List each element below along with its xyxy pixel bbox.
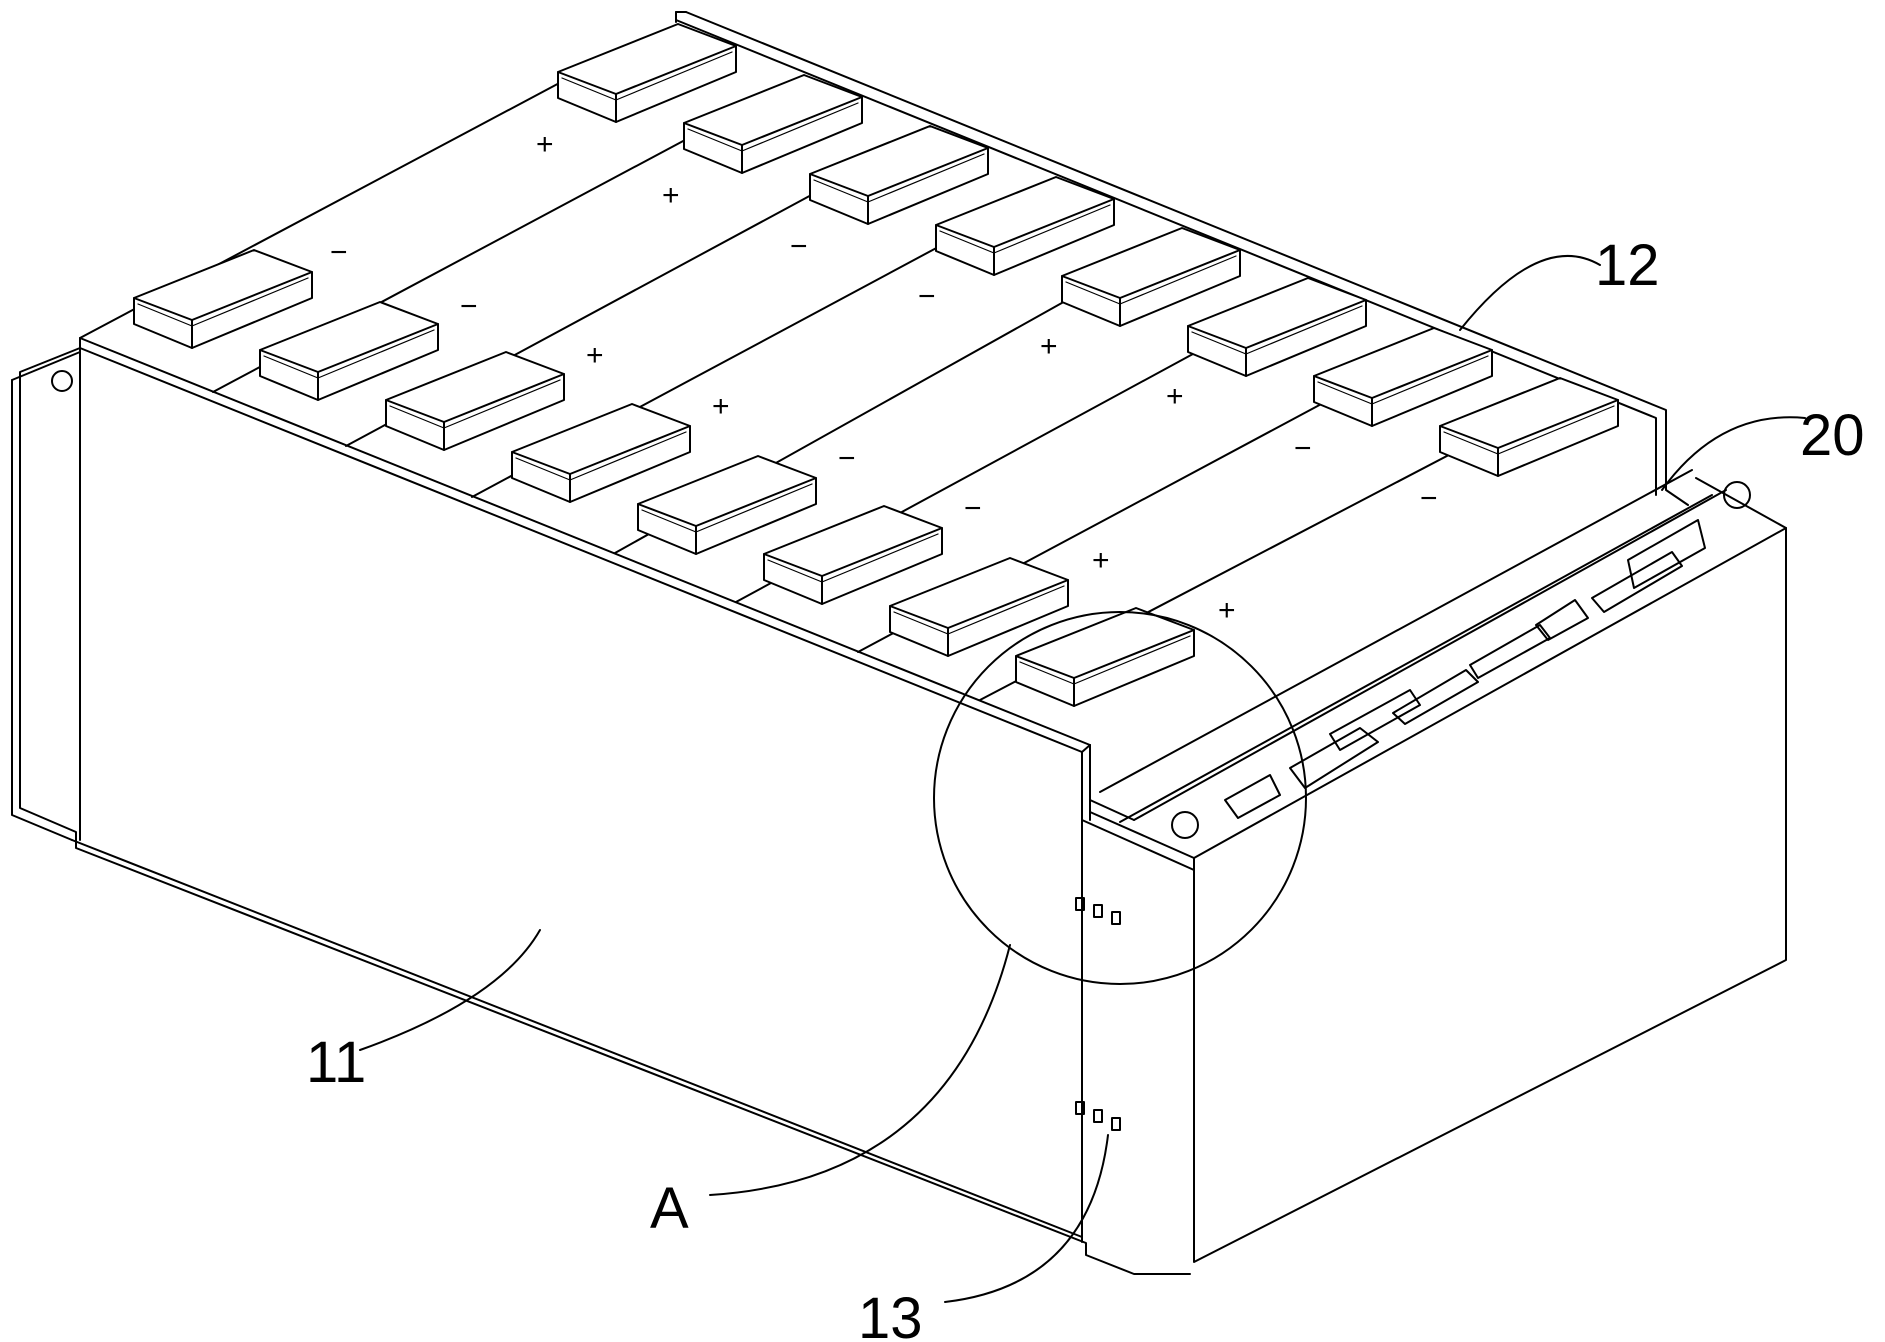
leader-13 [945, 1135, 1108, 1302]
terminal-back-8 [1440, 378, 1618, 476]
terminal-back-4 [936, 177, 1114, 275]
positive-mark-9: + [1040, 330, 1058, 363]
negative-mark-4: − [460, 290, 478, 323]
leader-11 [360, 930, 540, 1050]
terminal-front-7 [890, 558, 1068, 656]
positive-mark-7: + [586, 339, 604, 372]
terminal-front-6 [764, 506, 942, 604]
negative-mark-6: − [918, 280, 936, 313]
terminal-back-5 [1062, 228, 1240, 326]
negative-mark-3: − [330, 236, 348, 269]
terminal-front-2 [260, 302, 438, 400]
positive-mark-8: + [712, 390, 730, 423]
positive-mark-1: + [536, 128, 554, 161]
lightening-slots [1225, 520, 1705, 818]
terminal-front-5 [638, 456, 816, 554]
terminals [134, 24, 1618, 706]
module-outline [80, 80, 1466, 745]
terminal-front-3 [386, 352, 564, 450]
terminal-back-2 [684, 75, 862, 173]
terminal-back-1 [558, 24, 736, 122]
label-12: 12 [1595, 233, 1660, 298]
terminal-front-4 [512, 404, 690, 502]
negative-mark-5: − [790, 230, 808, 263]
leader-12 [1460, 256, 1600, 330]
terminal-front-8 [1016, 608, 1194, 706]
label-11: 11 [306, 1030, 366, 1095]
negative-mark-13: − [1294, 432, 1312, 465]
positive-mark-15: + [1092, 544, 1110, 577]
terminal-back-7 [1314, 328, 1492, 426]
negative-mark-14: − [1420, 482, 1438, 515]
positive-mark-2: + [662, 179, 680, 212]
positive-mark-10: + [1166, 380, 1184, 413]
leader-20 [1662, 417, 1805, 490]
terminal-front-1 [134, 250, 312, 348]
negative-mark-11: − [838, 442, 856, 475]
terminal-back-3 [810, 126, 988, 224]
positive-mark-16: + [1218, 594, 1236, 627]
terminal-back-6 [1188, 278, 1366, 376]
leader-a [710, 945, 1010, 1195]
label-20: 20 [1800, 403, 1865, 468]
label-a: A [650, 1176, 689, 1241]
label-13: 13 [858, 1286, 923, 1342]
negative-mark-12: − [964, 492, 982, 525]
